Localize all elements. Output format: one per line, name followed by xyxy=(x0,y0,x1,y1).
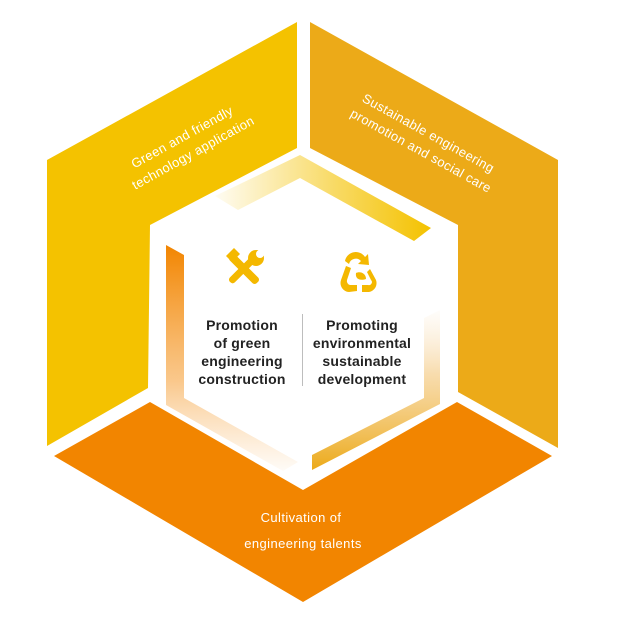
segment-bottom-line-2: engineering talents xyxy=(244,536,362,551)
inner-band-left xyxy=(166,245,298,471)
center-right-line-4: development xyxy=(317,371,407,387)
recycle-leaf-icon xyxy=(340,252,377,292)
wrench-screwdriver-icon xyxy=(226,248,264,285)
center-left-line-2: of green xyxy=(213,335,271,351)
center-right-line-2: environmental xyxy=(312,335,412,351)
segment-bottom xyxy=(54,402,552,602)
segment-bottom-label: Cultivation of engineering talents xyxy=(244,510,362,551)
segment-right xyxy=(310,22,558,448)
center-left-text: Promotion of green engineering construct… xyxy=(190,316,294,388)
segment-bottom-line-1: Cultivation of xyxy=(261,510,342,525)
inner-band-right xyxy=(312,310,440,470)
center-right-line-1: Promoting xyxy=(326,317,398,333)
center-left-line-1: Promotion xyxy=(206,317,278,333)
center-left-line-4: construction xyxy=(198,371,286,387)
center-left-line-3: engineering xyxy=(201,353,283,369)
inner-band-top xyxy=(215,155,431,241)
segment-left xyxy=(47,22,297,446)
center-divider xyxy=(302,314,303,386)
center-right-text: Promoting environmental sustainable deve… xyxy=(306,316,418,388)
center-right-line-3: sustainable xyxy=(322,353,402,369)
